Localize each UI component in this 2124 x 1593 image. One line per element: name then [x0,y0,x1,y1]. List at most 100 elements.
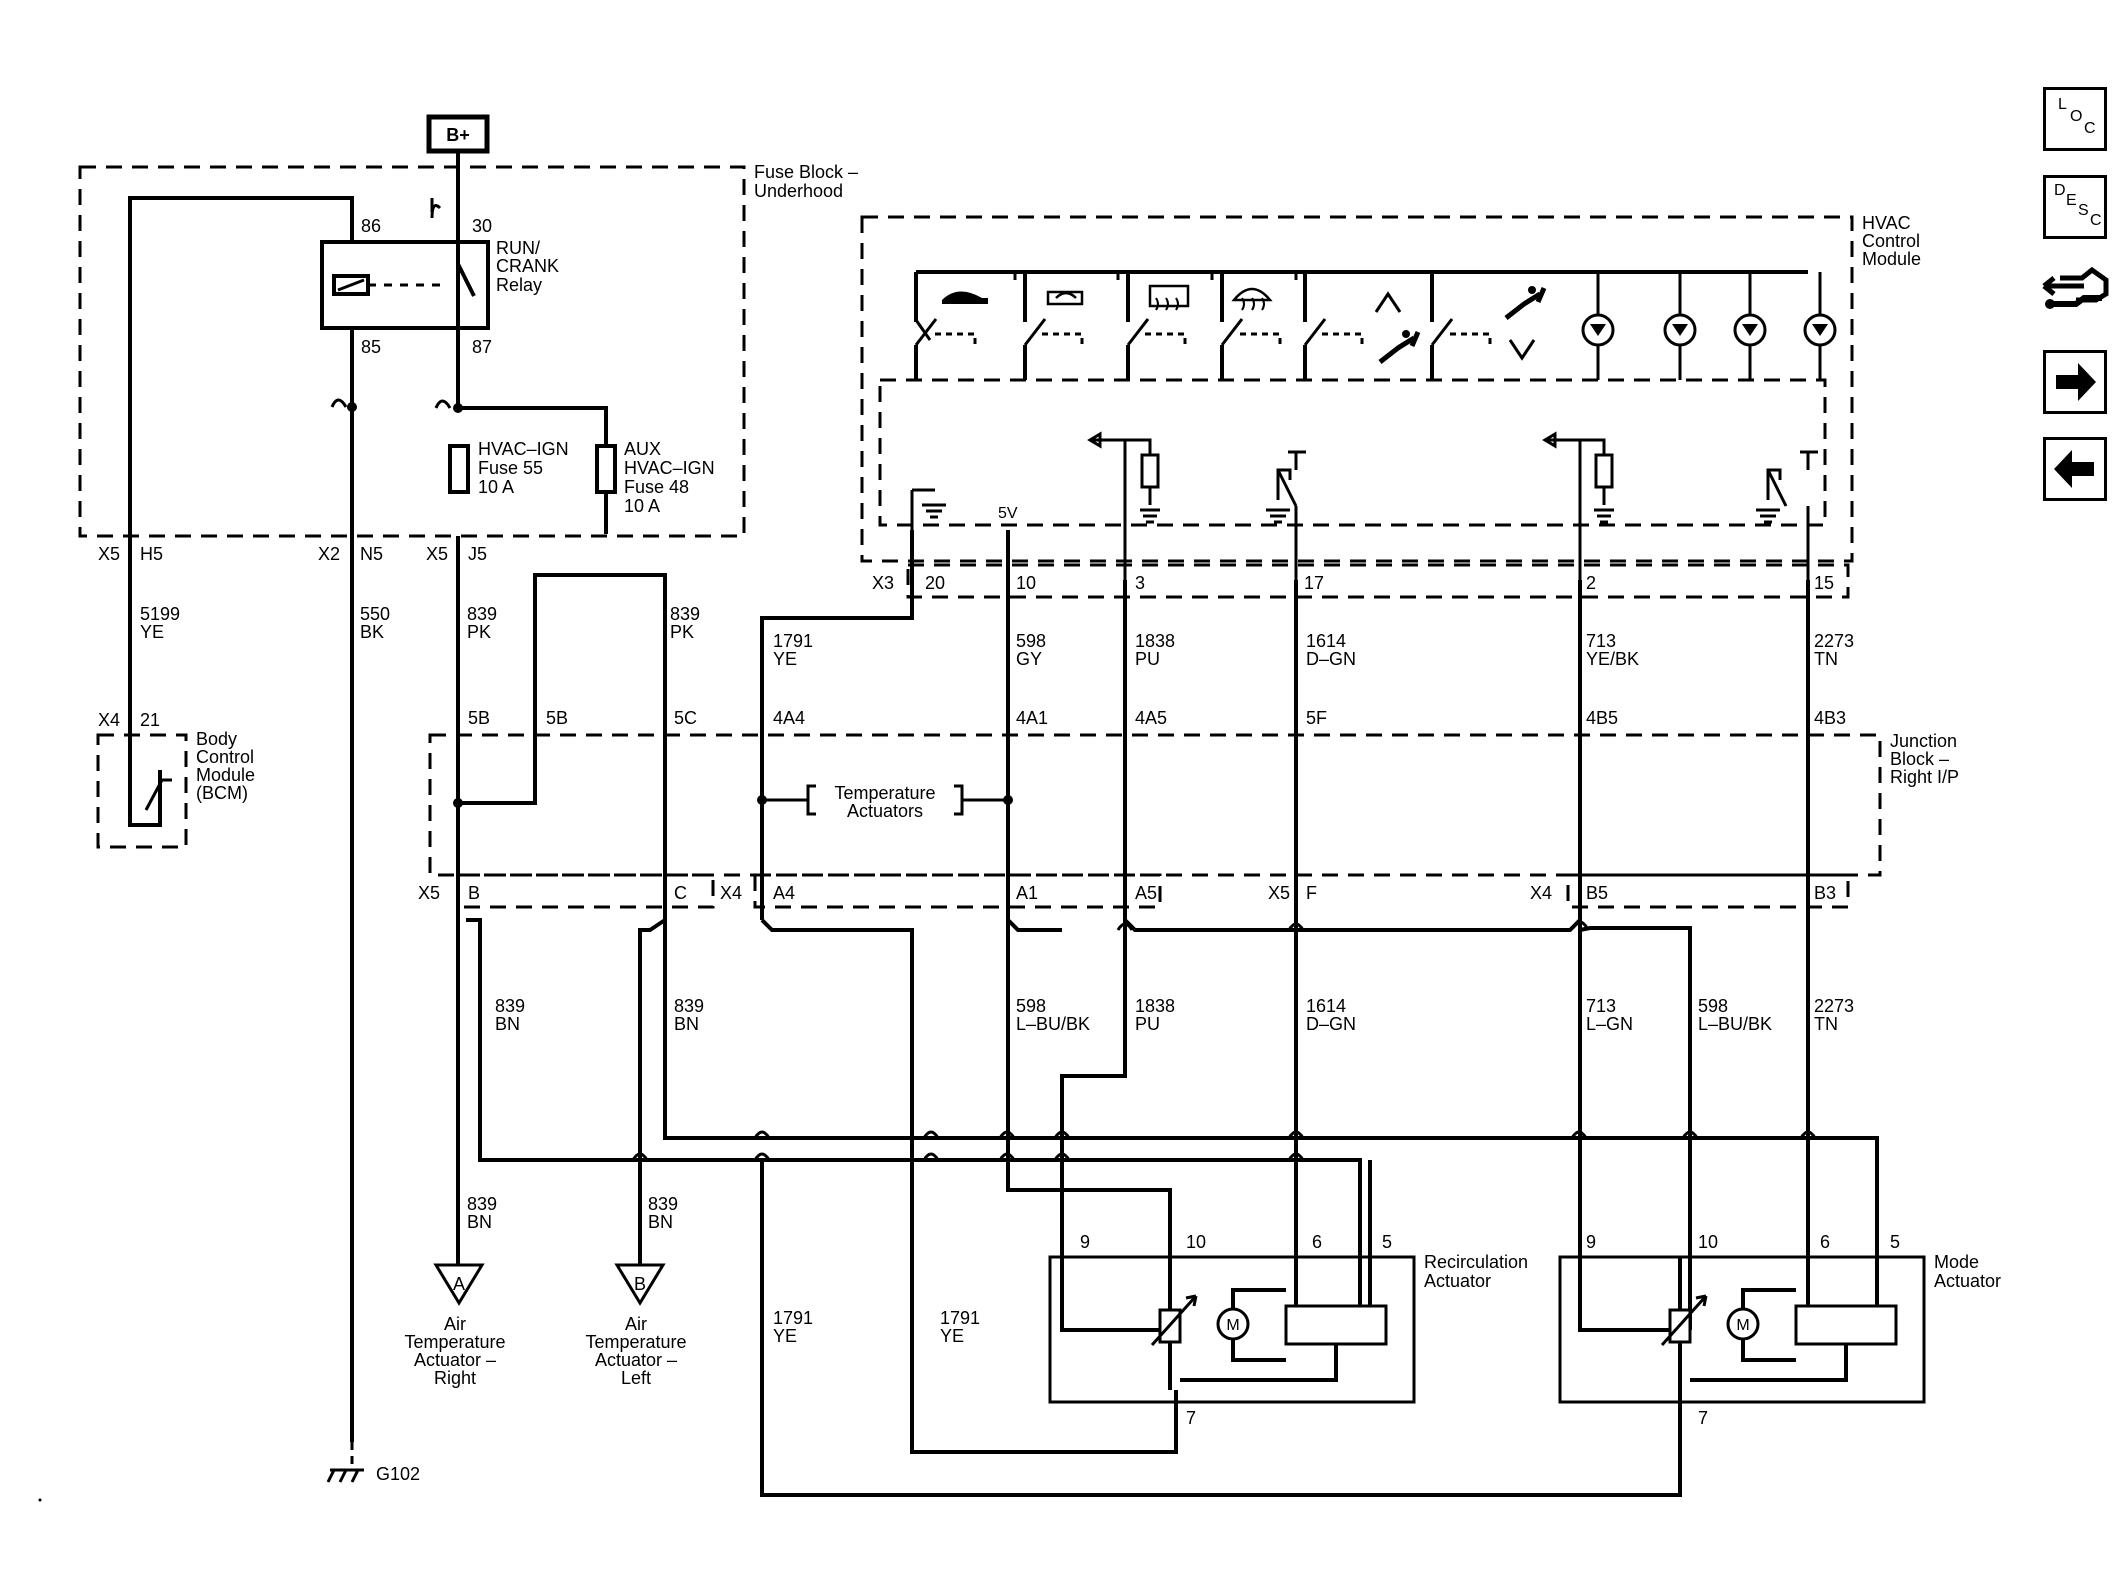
jb-bot-x4-b: X4 [1530,883,1552,903]
hvac-5v-label: 5V [998,505,1018,522]
junction-block-right-ip: Junction Block – Right I/P 5B 5B 5C 4A4 … [418,708,1959,909]
jb-label-1: Junction [1890,731,1957,751]
loc-letter-o: O [2070,108,2083,125]
wire-2273-top-circuit: 2273 [1814,631,1854,651]
jb-top-4a5: 4A5 [1135,708,1167,728]
desc-letter-c: C [2090,212,2102,229]
indicator-led-icons [1581,272,1837,380]
hvac-ign-fuse-55: HVAC–IGN Fuse 55 10 A [448,439,569,497]
hvac-pin-20: 20 [925,573,945,593]
hvac-conn-x3: X3 [872,573,894,593]
fb-conn-x5-b: X5 [426,544,448,564]
offpage-connector-b: B Air Temperature Actuator – Left [585,1263,687,1388]
offpage-a-letter: A [453,1274,465,1294]
recirculation-actuator: Recirculation Actuator 9 10 6 5 7 M [1048,1160,1528,1428]
hvac-label-1: HVAC [1862,213,1911,233]
wire-2273-bot-circuit: 2273 [1814,996,1854,1016]
wire-839bn-a-color: BN [495,1014,520,1034]
hvac-pin-17: 17 [1304,573,1324,593]
bcm-label-1: Body [196,729,237,749]
offpage-a-line3: Actuator – [414,1350,496,1370]
wire-1614-bot-circuit: 1614 [1306,996,1346,1016]
fuse-block-underhood: Fuse Block – Underhood [78,162,858,538]
wire-839bn-b-color: BN [674,1014,699,1034]
mode-pin-5: 5 [1890,1232,1900,1252]
mode-label-2: Actuator [1934,1271,2001,1291]
fuse48-line4: 10 A [624,496,660,516]
fb-pin-n5: N5 [360,544,383,564]
ground-label: G102 [376,1464,420,1484]
recirc-pin-10: 10 [1186,1232,1206,1252]
offpage-a-line2: Temperature [404,1332,505,1352]
jb-label-3: Right I/P [1890,767,1959,787]
jb-bot-a5: A5 [1135,883,1157,903]
wire-1838-top-circuit: 1838 [1135,631,1175,651]
fuse48-line2: HVAC–IGN [624,458,715,478]
body-control-module: X4 21 Body Control Module (BCM) [96,710,255,849]
wire-1791-low-a-circuit: 1791 [773,1308,813,1328]
wire-839bn-d-color: BN [648,1212,673,1232]
seat-icon-2 [1504,286,1547,320]
connector-tool-icon[interactable] [2040,258,2112,330]
mode-label-1: Mode [1934,1252,1979,1272]
fuse48-line1: AUX [624,439,661,459]
wire-5199-circuit: 5199 [140,604,180,624]
desc-letter-e: E [2066,192,2077,209]
down-arrow-icon [1508,339,1536,361]
previous-page-button[interactable] [2043,437,2107,501]
wire-713-bot-color: L–GN [1586,1014,1633,1034]
ground-g102: G102 [326,1464,420,1484]
relay-pin-85: 85 [361,337,381,357]
aux-hvac-ign-fuse-48: AUX HVAC–IGN Fuse 48 10 A [595,439,715,516]
bcm-label-2: Control [196,747,254,767]
wire-550-circuit: 550 [360,604,390,624]
next-page-button[interactable] [2043,350,2107,414]
jb-top-4a4: 4A4 [773,708,805,728]
recirc-label-1: Recirculation [1424,1252,1528,1272]
offpage-a-line1: Air [444,1314,466,1334]
jb-top-5f: 5F [1306,708,1327,728]
wire-1838-bot-color: PU [1135,1014,1160,1034]
seat-icon [1378,330,1421,364]
jb-top-4b3: 4B3 [1814,708,1846,728]
wire-1614-top-circuit: 1614 [1306,631,1346,651]
jb-label-2: Block – [1890,749,1949,769]
jb-bot-a4: A4 [773,883,795,903]
next-arrow-icon [2056,363,2096,401]
wire-839bn-d-circuit: 839 [648,1194,678,1214]
relay-pin-87: 87 [472,337,492,357]
location-button[interactable]: L O C [2043,87,2107,151]
wire-1791-top-circuit: 1791 [773,631,813,651]
offpage-b-line2: Temperature [585,1332,686,1352]
jb-top-4a1: 4A1 [1016,708,1048,728]
offpage-connector-a: A Air Temperature Actuator – Right [404,1263,506,1388]
mode-actuator: Mode Actuator 9 10 6 5 7 M [1558,1160,2001,1428]
fb-pin-h5: H5 [140,544,163,564]
bcm-conn-x4: X4 [98,710,120,730]
jb-bot-x5-b: X5 [1268,883,1290,903]
fuse55-line3: 10 A [478,477,514,497]
hvac-control-module: HVAC Control Module [860,213,1921,599]
jb-bot-a1: A1 [1016,883,1038,903]
temp-actuators-label-1: Temperature [834,783,935,803]
mode-motor-label: M [1736,1317,1749,1334]
wire-1614-top-color: D–GN [1306,649,1356,669]
jb-bot-f: F [1306,883,1317,903]
up-arrow-icon [1374,291,1402,313]
wire-598-top-color: GY [1016,649,1042,669]
jb-top-5b-a: 5B [468,708,490,728]
bcm-pin-21: 21 [140,710,160,730]
wire-1838-bot-circuit: 1838 [1135,996,1175,1016]
fuse48-line3: Fuse 48 [624,477,689,497]
offpage-b-line1: Air [625,1314,647,1334]
description-button[interactable]: D E S C [2043,175,2107,239]
wire-839bn-c-circuit: 839 [467,1194,497,1214]
jb-top-5c: 5C [674,708,697,728]
wire-1791-top-color: YE [773,649,797,669]
recirc-pin-6: 6 [1312,1232,1322,1252]
offpage-b-letter: B [634,1274,646,1294]
jb-bot-x4: X4 [720,883,742,903]
jb-bot-b: B [468,883,480,903]
wire-839pk-circuit: 839 [467,604,497,624]
